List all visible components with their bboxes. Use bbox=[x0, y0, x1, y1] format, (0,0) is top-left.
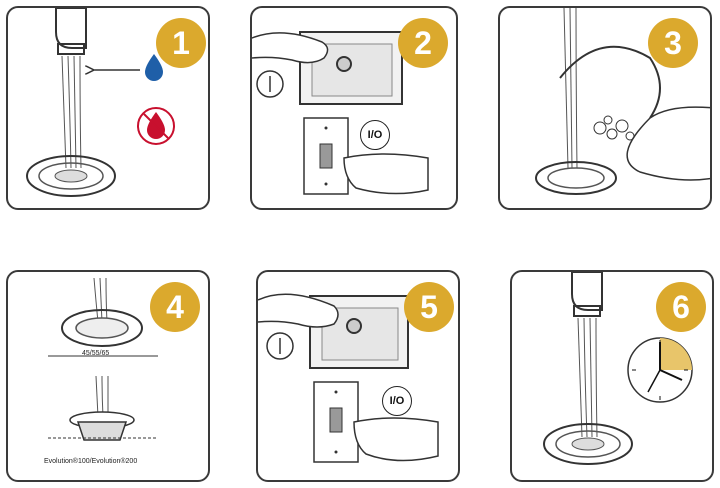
water-stream-icon bbox=[563, 8, 578, 169]
step-2-illustration bbox=[252, 31, 429, 195]
step-1-panel: 1 bbox=[6, 6, 210, 210]
step-3-panel: 3 bbox=[498, 6, 712, 210]
step-4-illustration bbox=[48, 277, 158, 441]
water-stream-icon bbox=[93, 277, 108, 323]
drain-icon bbox=[48, 411, 158, 441]
hand-icon bbox=[258, 293, 339, 328]
drain-icon bbox=[61, 309, 143, 347]
faucet-icon bbox=[55, 8, 87, 55]
wall-switch-icon bbox=[313, 381, 359, 463]
step-2-panel: I/O 2 bbox=[250, 6, 458, 210]
step-6-panel: 6 bbox=[510, 270, 714, 482]
step-6-illustration bbox=[543, 272, 693, 465]
switch-label: I/O bbox=[382, 386, 412, 416]
drain-icon bbox=[543, 423, 633, 465]
hand-icon bbox=[626, 106, 710, 181]
drain-icon bbox=[26, 155, 116, 197]
hand-icon bbox=[252, 32, 329, 64]
water-stream-icon bbox=[61, 55, 82, 169]
step-number-badge: 4 bbox=[150, 282, 200, 332]
step-number-badge: 5 bbox=[404, 282, 454, 332]
food-scraps-icon bbox=[593, 115, 635, 141]
drain-icon bbox=[535, 161, 617, 195]
switch-label: I/O bbox=[360, 120, 390, 150]
wall-switch-icon bbox=[303, 117, 349, 195]
step-3-illustration bbox=[535, 8, 710, 195]
step-5-illustration bbox=[258, 293, 439, 463]
clock-icon bbox=[627, 337, 693, 403]
cold-water-drop-icon bbox=[145, 54, 163, 81]
faucet-icon bbox=[571, 272, 603, 317]
step-number-badge: 1 bbox=[156, 18, 206, 68]
step-4-panel: 45/55/65 Evolution®100/Evolution®200 4 bbox=[6, 270, 210, 482]
water-stream-icon bbox=[95, 375, 109, 418]
power-symbol-icon bbox=[256, 70, 284, 98]
step-number-badge: 6 bbox=[656, 282, 706, 332]
step-1-illustration bbox=[26, 8, 175, 197]
water-stream-icon bbox=[577, 317, 598, 438]
step-number-badge: 3 bbox=[648, 18, 698, 68]
step-5-panel: I/O 5 bbox=[256, 270, 460, 482]
no-hot-water-icon bbox=[137, 107, 175, 145]
model-label: 45/55/65 bbox=[82, 350, 110, 357]
power-symbol-icon bbox=[266, 332, 294, 360]
model-label: Evolution®100/Evolution®200 bbox=[44, 458, 138, 465]
step-number-badge: 2 bbox=[398, 18, 448, 68]
